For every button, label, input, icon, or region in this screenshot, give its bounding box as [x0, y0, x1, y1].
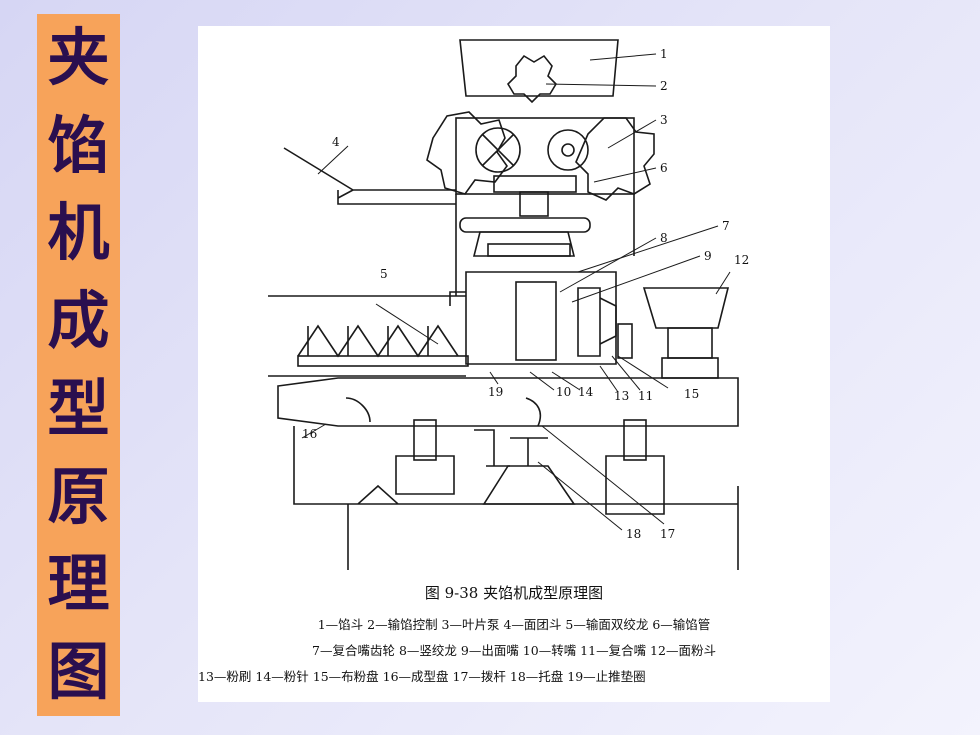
slide-title-vertical: 夹 馅 机 成 型 原 理 图 — [37, 14, 120, 716]
callout-14: 14 — [578, 385, 594, 399]
machine-base — [293, 426, 739, 570]
filling-tube — [519, 191, 549, 217]
callout-18: 18 — [626, 527, 641, 541]
title-char: 成 — [47, 284, 110, 358]
callout-10: 10 — [556, 385, 571, 399]
dough-hopper — [283, 147, 456, 205]
callout-labels: 1 2 3 4 6 7 8 9 12 5 19 10 14 13 11 15 1… — [302, 47, 749, 541]
title-char: 原 — [47, 459, 110, 533]
lever — [474, 429, 510, 467]
callout-16: 16 — [302, 427, 317, 441]
callout-15: 15 — [684, 387, 699, 401]
callout-17: 17 — [660, 527, 675, 541]
vane-pump-rotor — [547, 129, 589, 171]
callout-4: 4 — [332, 135, 340, 149]
title-char: 夹 — [47, 20, 110, 94]
figure-caption: 图 9-38 夹馅机成型原理图 — [424, 584, 604, 602]
left-pump-knob — [426, 111, 508, 195]
tray — [482, 437, 576, 505]
callout-19: 19 — [488, 385, 503, 399]
title-char: 图 — [47, 635, 110, 709]
legend-line: 1—馅斗 2—输馅控制 3—叶片泵 4—面团斗 5—输面双绞龙 6—输馅管 — [317, 617, 711, 632]
callout-12: 12 — [734, 253, 749, 267]
machine-diagram-figure: 1 2 3 4 6 7 8 9 12 5 19 10 14 13 11 15 1… — [198, 26, 830, 702]
left-pump-rotor — [475, 127, 521, 173]
callout-5: 5 — [380, 267, 388, 281]
callout-9: 9 — [704, 249, 712, 263]
callout-3: 3 — [660, 113, 668, 127]
vertical-screw — [515, 281, 557, 361]
right-pump-knob — [575, 117, 655, 201]
compound-nozzle-gear — [577, 287, 601, 357]
filling-hopper — [459, 39, 619, 97]
forming-disc — [277, 377, 739, 427]
callout-6: 6 — [660, 161, 668, 175]
callout-11: 11 — [638, 389, 653, 403]
title-char: 机 — [47, 196, 110, 270]
legend-line: 7—复合嘴齿轮 8—竖绞龙 9—出面嘴 10—转嘴 11—复合嘴 12—面粉斗 — [312, 643, 716, 658]
feed-control-knob — [506, 54, 558, 104]
flour-hopper — [642, 287, 730, 329]
callout-13: 13 — [614, 389, 629, 403]
title-char: 馅 — [47, 108, 110, 182]
title-char: 理 — [47, 547, 110, 621]
callout-8: 8 — [660, 231, 668, 245]
legend-line: 13—粉刷 14—粉针 15—布粉盘 16—成型盘 17—拨杆 18—托盘 19… — [198, 669, 646, 684]
callout-1: 1 — [660, 47, 668, 61]
callout-7: 7 — [722, 219, 730, 233]
callout-2: 2 — [660, 79, 668, 93]
title-char: 型 — [47, 371, 110, 445]
machine-drawing: 1 2 3 4 6 7 8 9 12 5 19 10 14 13 11 15 1… — [268, 39, 749, 570]
